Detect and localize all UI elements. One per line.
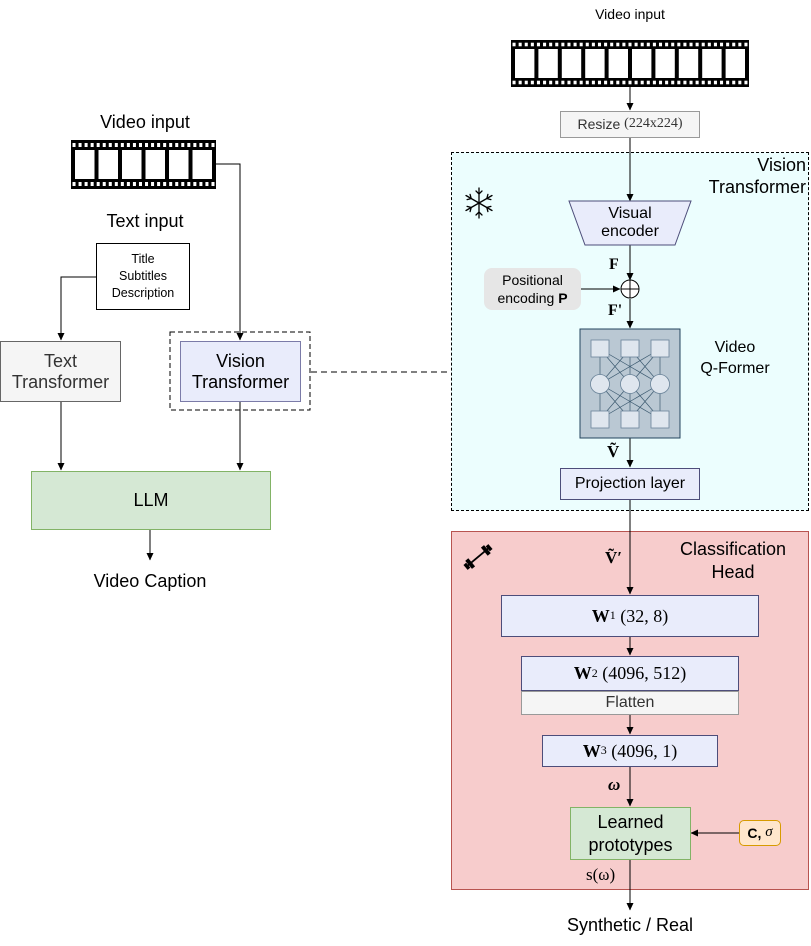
w3-dims: (4096, 1) <box>611 740 678 761</box>
flatten-box: Flatten <box>521 691 739 715</box>
visual-encoder-label: Visual encoder <box>601 204 659 240</box>
positional-encoding-line2: encoding <box>497 290 555 306</box>
feature-f-prime-label: F' <box>608 302 623 319</box>
video-qformer-label: Video Q-Former <box>700 339 770 377</box>
v-tilde-prime-label: Ṽ′ <box>605 548 623 567</box>
resize-box: Resize (224x224) <box>560 111 700 138</box>
learned-prototypes-box: Learned prototypes <box>570 807 691 860</box>
output-label: Synthetic / Real <box>566 915 694 935</box>
feature-f-label: F <box>609 256 619 273</box>
omega-label: ω <box>608 775 621 794</box>
w3-symbol: W <box>582 740 601 761</box>
film-strip-icon-right <box>511 40 749 87</box>
w2-symbol: W <box>573 663 592 684</box>
w2-dims: (4096, 512) <box>602 663 687 684</box>
video-caption-label: Video Caption <box>93 571 207 591</box>
classification-head-title: Classification Head <box>679 539 787 583</box>
text-transformer-box: Text Transformer <box>0 341 121 402</box>
sum-circle-icon <box>620 279 640 299</box>
positional-encoding-box: Positional encoding P <box>484 268 581 310</box>
arrow-text-to-text-transformer <box>57 276 96 341</box>
s-omega-label: s(ω) <box>586 865 616 884</box>
llm-box: LLM <box>31 471 271 530</box>
text-input-box: Title Subtitles Description <box>96 243 190 310</box>
positional-p: P <box>558 290 568 306</box>
sigma-label: σ <box>765 824 773 841</box>
left-text-input-label: Text input <box>106 211 184 231</box>
w3-subscript: 3 <box>600 743 607 758</box>
c-sigma-box: C, σ <box>739 820 781 846</box>
w1-dims: (32, 8) <box>620 605 669 626</box>
right-video-input-label: Video input <box>595 6 665 22</box>
visual-encoder-shape <box>568 200 692 246</box>
vision-transformer-title: Vision Transformer <box>708 155 806 197</box>
v-tilde-label: Ṽ <box>607 442 620 461</box>
film-strip-icon-left <box>71 140 216 189</box>
snowflake-icon <box>465 187 493 219</box>
w1-symbol: W <box>591 605 610 626</box>
projection-layer-box: Projection layer <box>560 468 700 500</box>
vision-transformer-highlight <box>169 331 311 411</box>
resize-label: Resize <box>577 116 621 133</box>
resize-dims: (224x224) <box>624 116 683 132</box>
positional-encoding-line1: Positional <box>502 271 563 288</box>
w1-subscript: 1 <box>609 608 616 623</box>
left-vision-transformer-box: Vision Transformer <box>180 341 301 402</box>
w2-subscript: 2 <box>591 665 598 680</box>
c-label: C, <box>747 824 762 841</box>
dumbbell-icon <box>463 544 493 570</box>
left-video-input-label: Video input <box>100 112 190 132</box>
qformer-network-icon <box>579 328 681 439</box>
arrow-video-to-vision-transformer <box>214 163 244 341</box>
